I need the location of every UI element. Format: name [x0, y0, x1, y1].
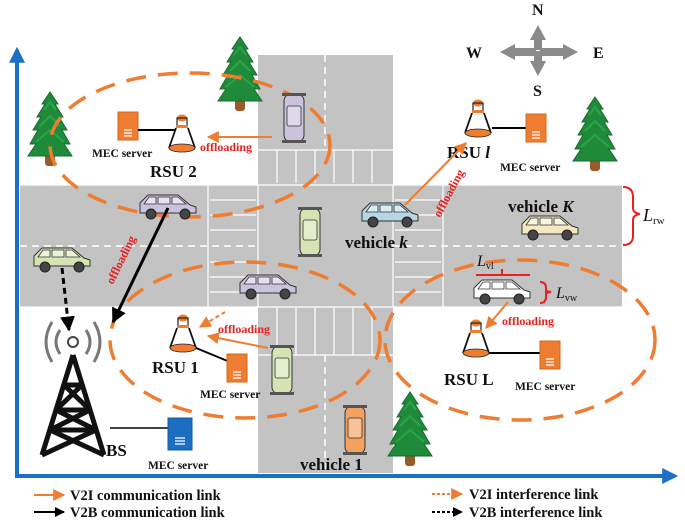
- bs-mec-server-icon: [167, 417, 193, 451]
- legend-v2b-interf-label: V2B interference link: [469, 505, 603, 520]
- mec-server-label: MEC server: [92, 148, 152, 160]
- legend: V2I communication link V2B communication…: [34, 487, 603, 520]
- rsu2-coverage: [48, 71, 332, 219]
- tree-icon: [387, 391, 433, 467]
- v2i-link-arrow: [206, 332, 269, 349]
- vehicle-icon: [297, 206, 323, 258]
- road-width-bracket: [622, 186, 641, 246]
- mec-server-label: MEC server: [515, 381, 575, 393]
- vehicle-width-bracket: [539, 281, 552, 304]
- rsu-l-label: RSU l: [447, 143, 490, 162]
- vehicle-length-bracket: [476, 269, 530, 276]
- vehicle-k-label: vehicle k: [345, 233, 408, 252]
- road-width-label: Lrw: [642, 205, 665, 227]
- v2b-link-arrow: [111, 207, 170, 324]
- rsu-icon: [168, 113, 196, 153]
- v2i-link-arrow: [485, 301, 509, 329]
- rsu1-coverage: [108, 260, 382, 420]
- mec-server-icon: [525, 113, 547, 143]
- vehicle-icon: [281, 92, 307, 144]
- mec-server-icon: [117, 111, 139, 141]
- offloading-label: offloading: [218, 322, 270, 336]
- vehicle-1-label: vehicle 1: [300, 455, 363, 474]
- vehicle-length-label: Lvl: [476, 253, 494, 272]
- compass-east: E: [593, 45, 604, 62]
- tree-icon: [572, 96, 618, 172]
- v2i-link-arrow: [404, 142, 467, 206]
- vehicle-K-label: vehicle K: [508, 197, 575, 216]
- rsu-icon: [462, 318, 490, 358]
- mec-server-label: MEC server: [500, 162, 560, 174]
- legend-v2i-comm-label: V2I communication link: [70, 488, 222, 504]
- v2i-interference-arrow: [198, 311, 226, 328]
- compass-west: W: [466, 45, 482, 62]
- vehicle-1-icon: [342, 404, 368, 456]
- vehicle-width-label: Lvw: [555, 285, 578, 304]
- offloading-label: offloading: [502, 314, 554, 328]
- rsuL-label: RSU L: [444, 370, 494, 389]
- mec-server-icon: [539, 340, 561, 370]
- compass-south: S: [533, 83, 542, 100]
- rsu1-label: RSU 1: [152, 358, 199, 377]
- mec-server-label: MEC server: [200, 389, 260, 401]
- bs-label: BS: [106, 441, 127, 460]
- base-station-icon: [39, 321, 107, 458]
- compass-icon: [500, 25, 578, 76]
- compass-north: N: [532, 2, 544, 19]
- legend-v2b-comm-label: V2B communication link: [70, 505, 226, 520]
- offloading-label: offloading: [200, 140, 252, 154]
- v2b-interference-arrow: [60, 267, 75, 332]
- rsu-icon: [169, 313, 197, 353]
- rsu-icon: [464, 98, 492, 138]
- mec-server-label: MEC server: [148, 460, 208, 472]
- legend-v2i-interf-label: V2I interference link: [469, 487, 599, 503]
- rsu2-label: RSU 2: [150, 162, 197, 181]
- mec-server-icon: [226, 353, 248, 383]
- vehicle-icon: [269, 344, 295, 396]
- rsuL-coverage: [383, 258, 657, 422]
